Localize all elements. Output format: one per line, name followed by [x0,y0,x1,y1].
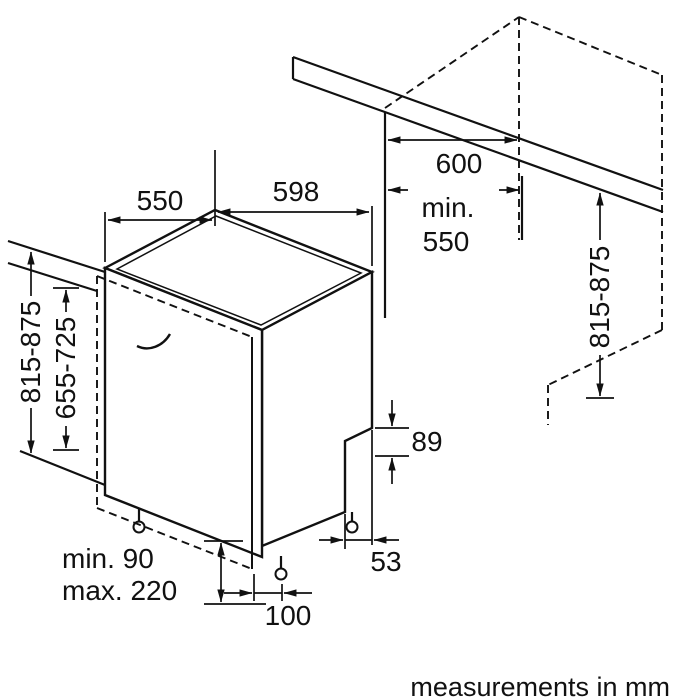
dim-niche-height-right-label: 815-875 [584,245,615,349]
floor-line [19,449,111,489]
dim-appliance-height-left-label: 815-875 [15,300,46,404]
door-handle-curve [136,333,172,350]
foot-side-right-icon [345,520,359,534]
dim-plinth-min-label: min. 90 [62,543,154,574]
dim-door-panel-height-label: 655-725 [50,316,81,420]
foot-front-right-icon [274,567,288,581]
dim-base-front-offset-label: 100 [264,600,312,631]
cabinet-niche-dashed-outline [384,16,663,425]
dim-plinth-max-label: max. 220 [62,575,178,606]
dim-top-width-label: 598 [272,176,320,207]
dim-base-rear-height-label: 89 [411,426,443,457]
dim-top-depth-label: 550 [136,185,184,216]
dishwasher-body [102,208,375,581]
foot-left-icon [132,520,146,534]
dim-niche-min-label-line2: 550 [422,226,470,257]
foot-stems [137,508,354,568]
worktop-surface-lines [7,55,664,293]
dim-cabinet-depth-label: 600 [435,148,483,179]
measurements-note: measurements in mm [410,672,670,700]
furniture-door-panel-dashed [96,275,253,570]
dimension-annotations [27,136,614,605]
dim-niche-min-label-line1: min. [421,192,475,223]
dim-base-side-offset-label: 53 [370,546,402,577]
niche-side-lines [383,112,524,318]
